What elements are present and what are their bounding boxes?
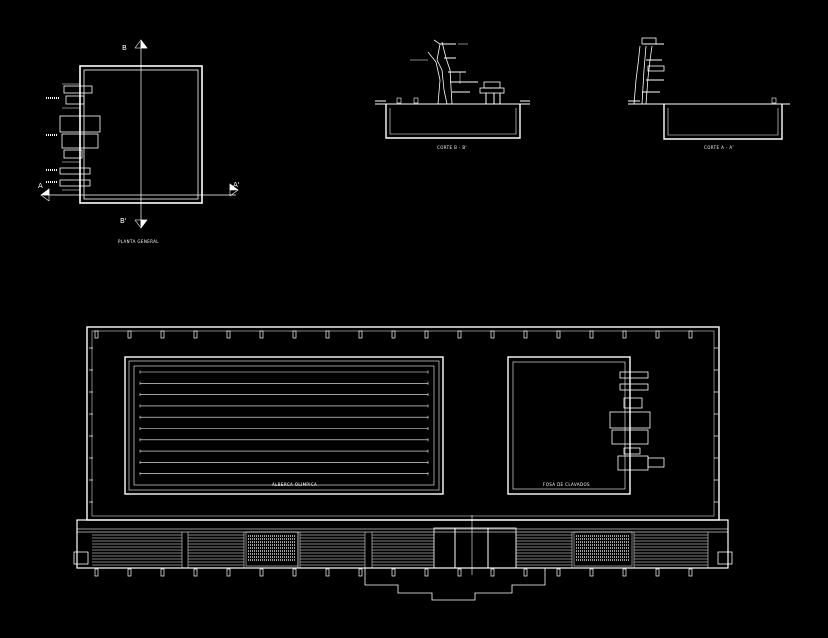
section-arrow-b-prime bbox=[134, 219, 148, 229]
building-pillars-side bbox=[89, 347, 718, 503]
pillar bbox=[193, 330, 198, 339]
pillar bbox=[226, 568, 231, 577]
section-arrow-a bbox=[40, 188, 50, 202]
pillar bbox=[391, 568, 396, 577]
pillar bbox=[523, 568, 528, 577]
label-alberca: ALBERCA OLIMPICA bbox=[272, 482, 317, 487]
pillar bbox=[655, 330, 660, 339]
pillar bbox=[622, 330, 627, 339]
pillar bbox=[259, 330, 264, 339]
pillar bbox=[193, 568, 198, 577]
section-arrow-b bbox=[134, 39, 148, 49]
pillar bbox=[622, 568, 627, 577]
pillar bbox=[94, 330, 99, 339]
pillar bbox=[358, 568, 363, 577]
pillar bbox=[160, 568, 165, 577]
pillar bbox=[556, 330, 561, 339]
pillar bbox=[589, 568, 594, 577]
building-pillars-top bbox=[94, 330, 693, 339]
pillar bbox=[127, 568, 132, 577]
pillar bbox=[589, 330, 594, 339]
planta-general-plan bbox=[44, 42, 236, 225]
pillar bbox=[424, 568, 429, 577]
corte-a-section bbox=[628, 37, 790, 140]
pillar bbox=[292, 568, 297, 577]
seating-block bbox=[573, 531, 633, 567]
pillar bbox=[457, 568, 462, 577]
pillar bbox=[457, 330, 462, 339]
pillar bbox=[226, 330, 231, 339]
corte-b-section bbox=[375, 39, 530, 139]
section-arrow-a-prime bbox=[229, 183, 239, 197]
label-planta-general: PLANTA GENERAL bbox=[118, 239, 159, 244]
pillar bbox=[688, 568, 693, 577]
pillar bbox=[259, 568, 264, 577]
pool-lane-lines bbox=[139, 370, 429, 476]
pillar bbox=[556, 568, 561, 577]
mark-a: A bbox=[38, 182, 43, 190]
pillar bbox=[391, 330, 396, 339]
pillar bbox=[325, 568, 330, 577]
seating-block bbox=[245, 531, 299, 567]
building-pillars-bottom bbox=[94, 568, 693, 577]
label-corte-a: CORTE A - A' bbox=[704, 145, 734, 150]
pillar bbox=[490, 330, 495, 339]
pillar bbox=[424, 330, 429, 339]
pillar bbox=[325, 330, 330, 339]
pillar bbox=[490, 568, 495, 577]
natatorium-plan bbox=[73, 326, 733, 601]
pillar bbox=[655, 568, 660, 577]
mark-a-prime: A' bbox=[233, 181, 240, 189]
label-fosa: FOSA DE CLAVADOS bbox=[543, 482, 590, 487]
pillar bbox=[358, 330, 363, 339]
mark-b: B bbox=[122, 44, 127, 52]
pillar bbox=[94, 568, 99, 577]
pillar bbox=[523, 330, 528, 339]
label-corte-b: CORTE B - B' bbox=[437, 145, 467, 150]
mark-b-prime: B' bbox=[120, 217, 127, 225]
pillar bbox=[688, 330, 693, 339]
pillar bbox=[127, 330, 132, 339]
pillar bbox=[160, 330, 165, 339]
bleacher-seating bbox=[92, 531, 709, 568]
pillar bbox=[292, 330, 297, 339]
